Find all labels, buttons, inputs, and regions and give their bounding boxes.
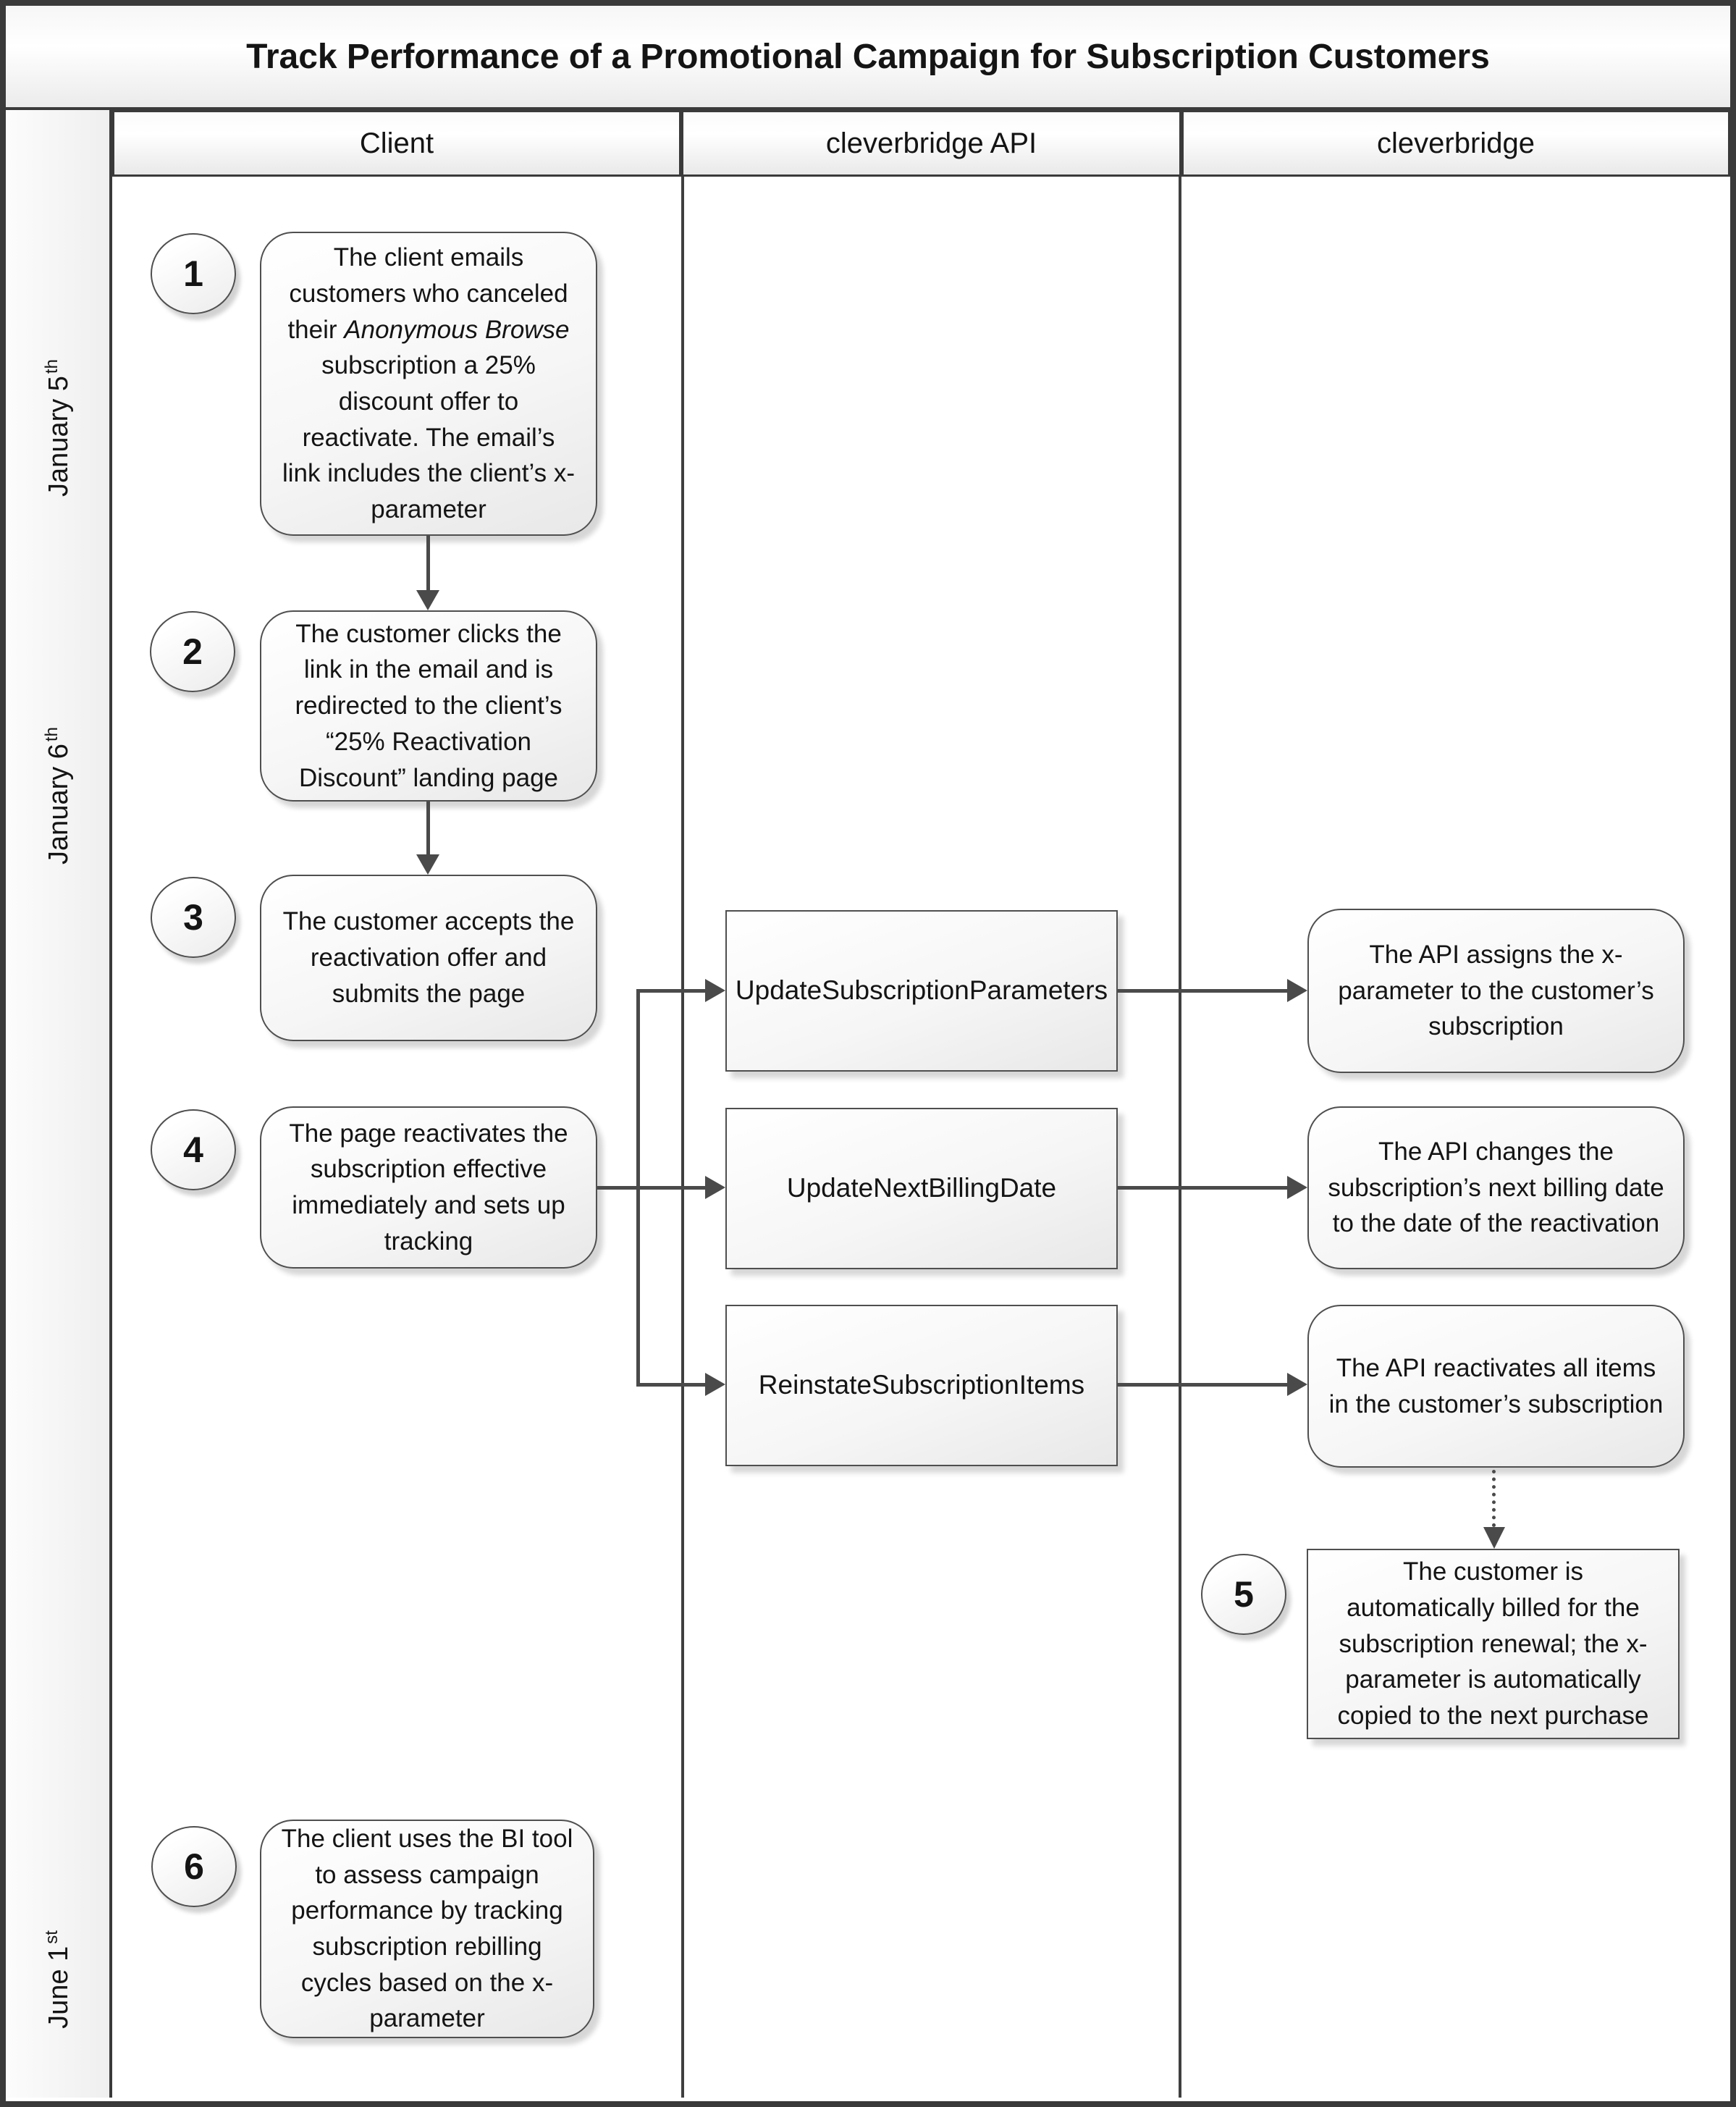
branch-to-reinstatesubscriptionitems-line <box>636 1383 705 1387</box>
timeline-sidebar: January 5 th January 6 th June 1 st <box>6 110 112 2098</box>
step-box-3: The customer accepts the reactivation of… <box>260 875 597 1041</box>
arrow-apicall2-to-result2-head <box>1287 1176 1307 1199</box>
arrow-apicall1-to-result1-head <box>1287 979 1307 1002</box>
step-box-4: The page reactivates the subscription ef… <box>260 1106 597 1269</box>
arrow-step2-to-step3-head <box>416 854 439 875</box>
step-3-text: The customer accepts the reactivation of… <box>282 907 575 1008</box>
step-badge-6: 6 <box>151 1826 237 1907</box>
timeline-label-january-6: January 6 th <box>37 579 80 1013</box>
dotted-arrow-result3-to-step5-head <box>1483 1527 1505 1549</box>
step-4-text: The page reactivates the subscription ef… <box>289 1119 568 1256</box>
arrow-apicall3-to-result3-line <box>1118 1383 1287 1387</box>
arrow-step4-to-updatenextbillingdate-line <box>597 1186 705 1190</box>
timeline-ordinal: th <box>41 727 62 742</box>
api-result-text: The API assigns the x-parameter to the c… <box>1338 940 1654 1041</box>
timeline-date: January 6 <box>43 744 74 865</box>
arrow-step1-to-step2-line <box>426 536 430 590</box>
step-badge-1: 1 <box>151 233 236 314</box>
arrow-apicall1-to-result1-line <box>1118 989 1287 993</box>
arrow-step2-to-step3-line <box>426 802 430 854</box>
step-1-text-cont: subscription a 25% discount offer to rea… <box>282 351 575 524</box>
arrow-step1-to-step2-head <box>416 590 439 610</box>
branch-to-reinstatesubscriptionitems-head <box>705 1373 725 1396</box>
api-call-box-update-subscription-parameters: UpdateSubscriptionParameters <box>725 910 1118 1072</box>
step-box-6: The client uses the BI tool to assess ca… <box>260 1820 594 2038</box>
branch-to-updatesubscriptionparameters-head <box>705 979 725 1002</box>
api-call-label: UpdateNextBillingDate <box>786 1173 1057 1203</box>
timeline-date: June 1 <box>43 1946 74 2029</box>
step-1-emphasis: Anonymous Browse <box>344 315 570 344</box>
step-box-2: The customer clicks the link in the emai… <box>260 610 597 802</box>
api-result-box-2: The API changes the subscription’s next … <box>1307 1106 1685 1269</box>
step-2-text: The customer clicks the link in the emai… <box>295 619 562 792</box>
timeline-ordinal: st <box>41 1930 62 1944</box>
arrow-apicall3-to-result3-head <box>1287 1373 1307 1396</box>
timeline-ordinal: th <box>41 359 62 374</box>
arrow-apicall2-to-result2-line <box>1118 1186 1287 1190</box>
branch-to-updatesubscriptionparameters-line <box>636 989 705 993</box>
step-box-5: The customer is automatically billed for… <box>1307 1549 1680 1739</box>
step-5-text: The customer is automatically billed for… <box>1337 1557 1649 1730</box>
api-result-text: The API reactivates all items in the cus… <box>1328 1353 1664 1418</box>
dotted-arrow-result3-to-step5-line <box>1492 1470 1496 1527</box>
lane-header-client: Client <box>112 110 681 177</box>
api-call-box-reinstate-subscription-items: ReinstateSubscriptionItems <box>725 1305 1118 1466</box>
lane-divider-client-api <box>681 177 684 2098</box>
api-result-text: The API changes the subscription’s next … <box>1328 1137 1664 1238</box>
api-result-box-1: The API assigns the x-parameter to the c… <box>1307 909 1685 1073</box>
step-6-text: The client uses the BI tool to assess ca… <box>281 1824 573 2033</box>
lane-divider-api-cleverbridge <box>1179 177 1181 2098</box>
step-1-text: The client emails customers who canceled… <box>287 243 568 344</box>
branch-vertical-line <box>636 989 640 1387</box>
api-result-box-3: The API reactivates all items in the cus… <box>1307 1305 1685 1468</box>
timeline-label-june-1: June 1 st <box>37 1762 80 2101</box>
api-call-label: UpdateSubscriptionParameters <box>735 975 1108 1006</box>
step-badge-5: 5 <box>1201 1554 1286 1635</box>
arrow-step4-to-updatenextbillingdate-head <box>705 1176 725 1199</box>
lane-header-cleverbridge: cleverbridge <box>1181 110 1730 177</box>
step-badge-3: 3 <box>151 877 236 958</box>
page-title: Track Performance of a Promotional Campa… <box>6 6 1730 111</box>
step-badge-4: 4 <box>151 1109 236 1190</box>
api-call-box-update-next-billing-date: UpdateNextBillingDate <box>725 1108 1118 1269</box>
api-call-label: ReinstateSubscriptionItems <box>758 1370 1085 1400</box>
step-box-1: The client emails customers who canceled… <box>260 232 597 536</box>
step-badge-2: 2 <box>150 611 235 692</box>
lane-header-cleverbridge-api: cleverbridge API <box>681 110 1181 177</box>
timeline-date: January 5 <box>43 376 74 497</box>
